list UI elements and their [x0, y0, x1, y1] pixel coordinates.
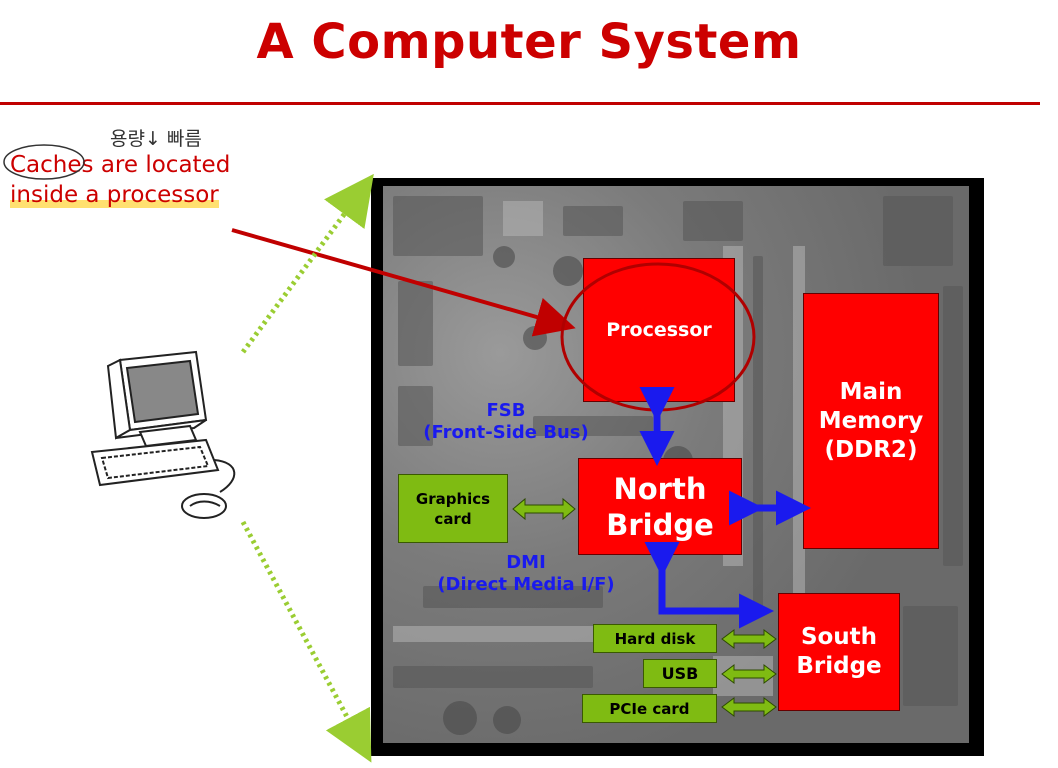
main-memory-label-3: (DDR2) [824, 436, 918, 463]
caches-circle [3, 144, 85, 180]
fsb-label-1: FSB [486, 400, 526, 421]
south-bridge-label-1: South [800, 624, 878, 650]
hard-disk-label: Hard disk [614, 629, 696, 648]
cache-note-line2: inside a processor [10, 182, 219, 208]
processor-highlight-circle [560, 262, 756, 412]
main-memory-label-2: Memory [818, 407, 924, 434]
usb-link-arrow [721, 664, 777, 684]
hard-disk-link-arrow [721, 629, 777, 649]
cache-pointer-arrow [231, 228, 576, 337]
pcie-link-arrow [721, 697, 777, 717]
page-title: A Computer System [256, 14, 802, 70]
cache-note: Caches are located inside a processor [10, 150, 230, 210]
dmi-label-2: (Direct Media I/F) [437, 574, 615, 595]
usb-block: USB [643, 659, 717, 688]
processor-label: Processor [606, 319, 712, 341]
south-bridge-label-2: Bridge [796, 653, 882, 679]
north-bridge-block: North Bridge [578, 458, 742, 555]
graphics-card-block: Graphics card [398, 474, 508, 543]
graphics-card-label-1: Graphics [415, 489, 491, 508]
dmi-arrow-vertical [644, 542, 774, 629]
processor-block: Processor [583, 258, 735, 402]
usb-label: USB [661, 664, 699, 683]
zoom-arrow-bottom [240, 520, 372, 763]
dmi-label: DMI (Direct Media I/F) [416, 552, 636, 596]
dmi-label-1: DMI [506, 552, 546, 573]
handwritten-note: 용량↓ 빠름 [110, 128, 202, 150]
pcie-card-block: PCIe card [582, 694, 717, 723]
fsb-label-2: (Front-Side Bus) [423, 422, 589, 443]
cache-note-caches: Caches [10, 152, 94, 178]
zoom-arrow-top [240, 173, 374, 354]
fsb-label: FSB (Front-Side Bus) [408, 400, 604, 444]
main-memory-block: Main Memory (DDR2) [803, 293, 939, 549]
title-divider [0, 102, 1040, 105]
north-bridge-label-2: Bridge [606, 507, 714, 542]
graphics-card-label-2: card [434, 509, 472, 528]
pcie-card-label: PCIe card [609, 699, 690, 718]
computer-icon [90, 350, 236, 519]
south-bridge-block: South Bridge [778, 593, 900, 711]
main-memory-label-1: Main [839, 378, 903, 405]
cache-note-line1: are located [93, 152, 231, 178]
north-bridge-label-1: North [613, 471, 707, 506]
graphics-link-arrow [512, 497, 576, 521]
